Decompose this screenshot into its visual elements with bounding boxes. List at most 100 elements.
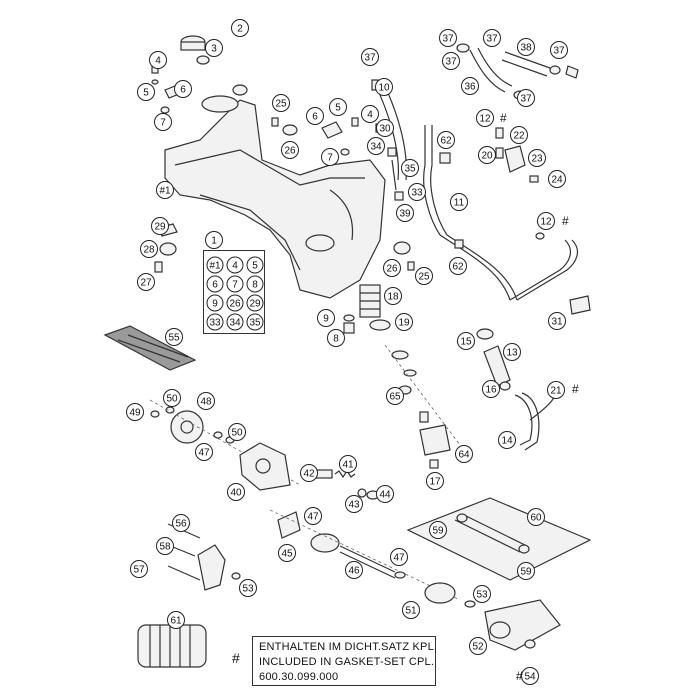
- callout-label: 38: [520, 43, 532, 54]
- callout-circle: [527, 508, 545, 526]
- callout-c1: #1: [156, 181, 174, 199]
- callout-c59b: 59: [517, 562, 535, 580]
- legend-item-label: 7: [232, 280, 238, 291]
- callout-circle: [149, 51, 167, 69]
- oil-tank-frame: [164, 84, 386, 299]
- callout-c25a: 25: [272, 94, 290, 112]
- callout-label: 34: [370, 142, 382, 153]
- callout-c25b: 25: [415, 267, 433, 285]
- callout-c39: 39: [396, 204, 414, 222]
- callout-label: 16: [485, 385, 497, 396]
- callout-circle: [537, 212, 555, 230]
- callout-label: 54: [524, 672, 536, 683]
- callout-label: 26: [386, 264, 398, 275]
- callout-label: 18: [387, 292, 399, 303]
- callout-label: 51: [405, 606, 417, 617]
- callout-label: 59: [432, 526, 444, 537]
- callout-c2: 2: [231, 19, 249, 37]
- callout-label: 43: [348, 500, 360, 511]
- callout-c40: 40: [227, 483, 245, 501]
- callout-label: 41: [342, 460, 354, 471]
- callout-circle: [510, 126, 528, 144]
- note-line-partno: 600.30.099.000: [259, 671, 339, 683]
- callout-label: 6: [180, 85, 186, 96]
- callout-circle: [483, 29, 501, 47]
- callout-circle: [272, 94, 290, 112]
- callout-circle: [300, 464, 318, 482]
- bracket-22-23: [495, 127, 539, 183]
- drain-plug: [343, 314, 355, 334]
- callout-label: 15: [460, 337, 472, 348]
- callout-label: 7: [327, 153, 333, 164]
- callout-circle: [165, 328, 183, 346]
- pump-rotor: [269, 509, 461, 601]
- callout-c50a: 50: [163, 389, 181, 407]
- callout-circle: [329, 98, 347, 116]
- gasket-set-note: ENTHALTEN IM DICHT.SATZ KPL. INCLUDED IN…: [252, 636, 438, 686]
- callout-circle: [156, 537, 174, 555]
- callout-circle: [548, 170, 566, 188]
- callout-c37f: 37: [517, 89, 535, 107]
- callout-label: 46: [348, 566, 360, 577]
- callout-label: 64: [458, 450, 470, 461]
- callout-circle: [473, 585, 491, 603]
- callout-c4b: 4: [361, 105, 379, 123]
- callout-circle: [476, 109, 494, 127]
- legend-item-label: 29: [249, 299, 261, 310]
- callout-circle: [154, 113, 172, 131]
- callout-label: 25: [418, 272, 430, 283]
- callout-c15: 15: [457, 332, 475, 350]
- legend-item-label: #1: [209, 261, 221, 272]
- callout-label: 36: [464, 82, 476, 93]
- callout-label: 17: [429, 477, 441, 488]
- legend-item-circle: [246, 313, 264, 331]
- callout-c16: 16: [482, 380, 500, 398]
- callout-circle: [361, 105, 379, 123]
- callout-circle: [339, 455, 357, 473]
- callout-circle: [498, 431, 516, 449]
- callout-circle: [442, 52, 460, 70]
- callout-label: 4: [155, 56, 161, 67]
- callout-c29: 29: [151, 217, 169, 235]
- callout-label: 23: [531, 154, 543, 165]
- callout-circle: [469, 637, 487, 655]
- legend-item-label: 6: [212, 280, 218, 291]
- callout-c21: 21: [547, 381, 565, 399]
- callout-c52: 52: [469, 637, 487, 655]
- callout-c28: 28: [140, 240, 158, 258]
- callout-c47b: 47: [304, 507, 322, 525]
- callout-label: 50: [166, 394, 178, 405]
- callout-label: 47: [307, 512, 319, 523]
- callout-circle: [386, 387, 404, 405]
- callout-label: 59: [520, 567, 532, 578]
- callout-circle: [137, 83, 155, 101]
- callout-circle: [317, 309, 335, 327]
- callout-label: 12: [540, 217, 552, 228]
- callout-c56: 56: [172, 514, 190, 532]
- legend-item-circle: [206, 256, 224, 274]
- callout-label: 9: [323, 314, 329, 325]
- callout-label: 50: [231, 428, 243, 439]
- callout-circle: [227, 483, 245, 501]
- callout-c4a: 4: [149, 51, 167, 69]
- callout-label: 7: [160, 118, 166, 129]
- callout-circle: [140, 240, 158, 258]
- callout-c37e: 37: [442, 52, 460, 70]
- callout-c23: 23: [528, 149, 546, 167]
- pump-cover-left: [167, 523, 241, 591]
- callout-circle: [327, 329, 345, 347]
- callout-label: 5: [335, 103, 341, 114]
- legend-item-circle: [206, 313, 224, 331]
- note-line-de: ENTHALTEN IM DICHT.SATZ KPL.: [259, 641, 438, 653]
- callout-circle: [156, 181, 174, 199]
- callout-circle: [345, 561, 363, 579]
- callout-c44: 44: [376, 485, 394, 503]
- callout-c19: 19: [395, 313, 413, 331]
- callout-label: 37: [445, 57, 457, 68]
- callout-label: 37: [553, 46, 565, 57]
- callout-circle: [306, 107, 324, 125]
- callout-c53a: 53: [239, 579, 257, 597]
- callout-circle: [547, 381, 565, 399]
- tube-kit-60: [406, 497, 592, 581]
